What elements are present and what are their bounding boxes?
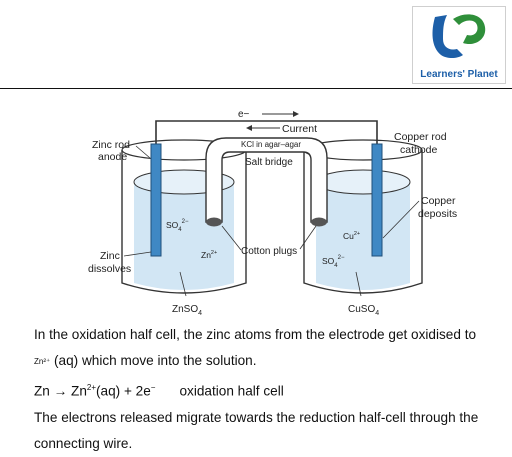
- explanation-text: In the oxidation half cell, the zinc ato…: [34, 322, 510, 457]
- cuso4-label: CuSO4: [348, 304, 379, 317]
- copper-rod: [371, 143, 383, 257]
- kcl-label: KCl in agar–agar: [241, 140, 301, 149]
- copper-rod-label: Copper rod: [394, 131, 447, 143]
- electron-arrowhead-icon: [293, 111, 299, 117]
- left-beaker: [121, 139, 247, 294]
- zinc-pointer: [123, 251, 152, 257]
- equation-label: oxidation half cell: [179, 383, 284, 399]
- right-cotton-plug: [311, 217, 327, 227]
- current-arrowhead-icon: [246, 125, 252, 131]
- cathode-label: cathode: [400, 144, 438, 156]
- lp-logo-mark-icon: [432, 14, 486, 58]
- learners-planet-logo: Learners' Planet: [412, 6, 506, 84]
- anode-pointer: [135, 145, 151, 159]
- oxidation-equation: Zn → Zn2+(aq) + 2e−oxidation half cell: [34, 383, 284, 399]
- anode-label: anode: [98, 151, 127, 163]
- cotton-pointer-left: [221, 225, 242, 251]
- copper-deposits-label-1: Copper: [421, 195, 456, 207]
- zinc-ion: Zn2+: [201, 250, 217, 260]
- zinc-rod: [150, 143, 162, 257]
- sulfate-ion-left: SO42−: [166, 219, 189, 233]
- zinc-rod-label: Zinc rod: [92, 139, 130, 151]
- header-divider: [0, 88, 512, 89]
- current-label: Current: [282, 123, 317, 135]
- sulfate-ion-right: SO42−: [322, 255, 345, 269]
- zinc-label: Zinc: [100, 250, 120, 262]
- znso4-pointer: [179, 271, 187, 297]
- znso4-label: ZnSO4: [172, 304, 202, 317]
- copper-deposits-label-2: deposits: [418, 208, 457, 220]
- deposits-pointer: [382, 200, 420, 239]
- logo-name: Learners' Planet: [420, 69, 498, 80]
- galvanic-cell-diagram: e− Current KCl in agar–agar Salt bridge …: [88, 109, 457, 317]
- dissolves-label: dissolves: [88, 263, 131, 275]
- text-line-4: The electrons released migrate towards t…: [34, 409, 479, 425]
- cotton-plugs-label: Cotton plugs: [241, 246, 297, 257]
- electron-label: e−: [238, 109, 250, 120]
- zinc-ion-small: Zn²⁺: [34, 357, 51, 366]
- cuso4-pointer: [355, 271, 362, 297]
- text-line-2: Zn²⁺ (aq) which move into the solution.: [34, 353, 257, 368]
- copper-ion: Cu2+: [343, 231, 360, 241]
- cotton-pointer-right: [299, 225, 317, 250]
- text-line-1: In the oxidation half cell, the zinc ato…: [34, 327, 477, 342]
- left-cotton-plug: [206, 217, 222, 227]
- external-wire: [155, 120, 378, 144]
- text-line-5: connecting wire.: [34, 435, 133, 451]
- salt-bridge-label: Salt bridge: [245, 157, 293, 168]
